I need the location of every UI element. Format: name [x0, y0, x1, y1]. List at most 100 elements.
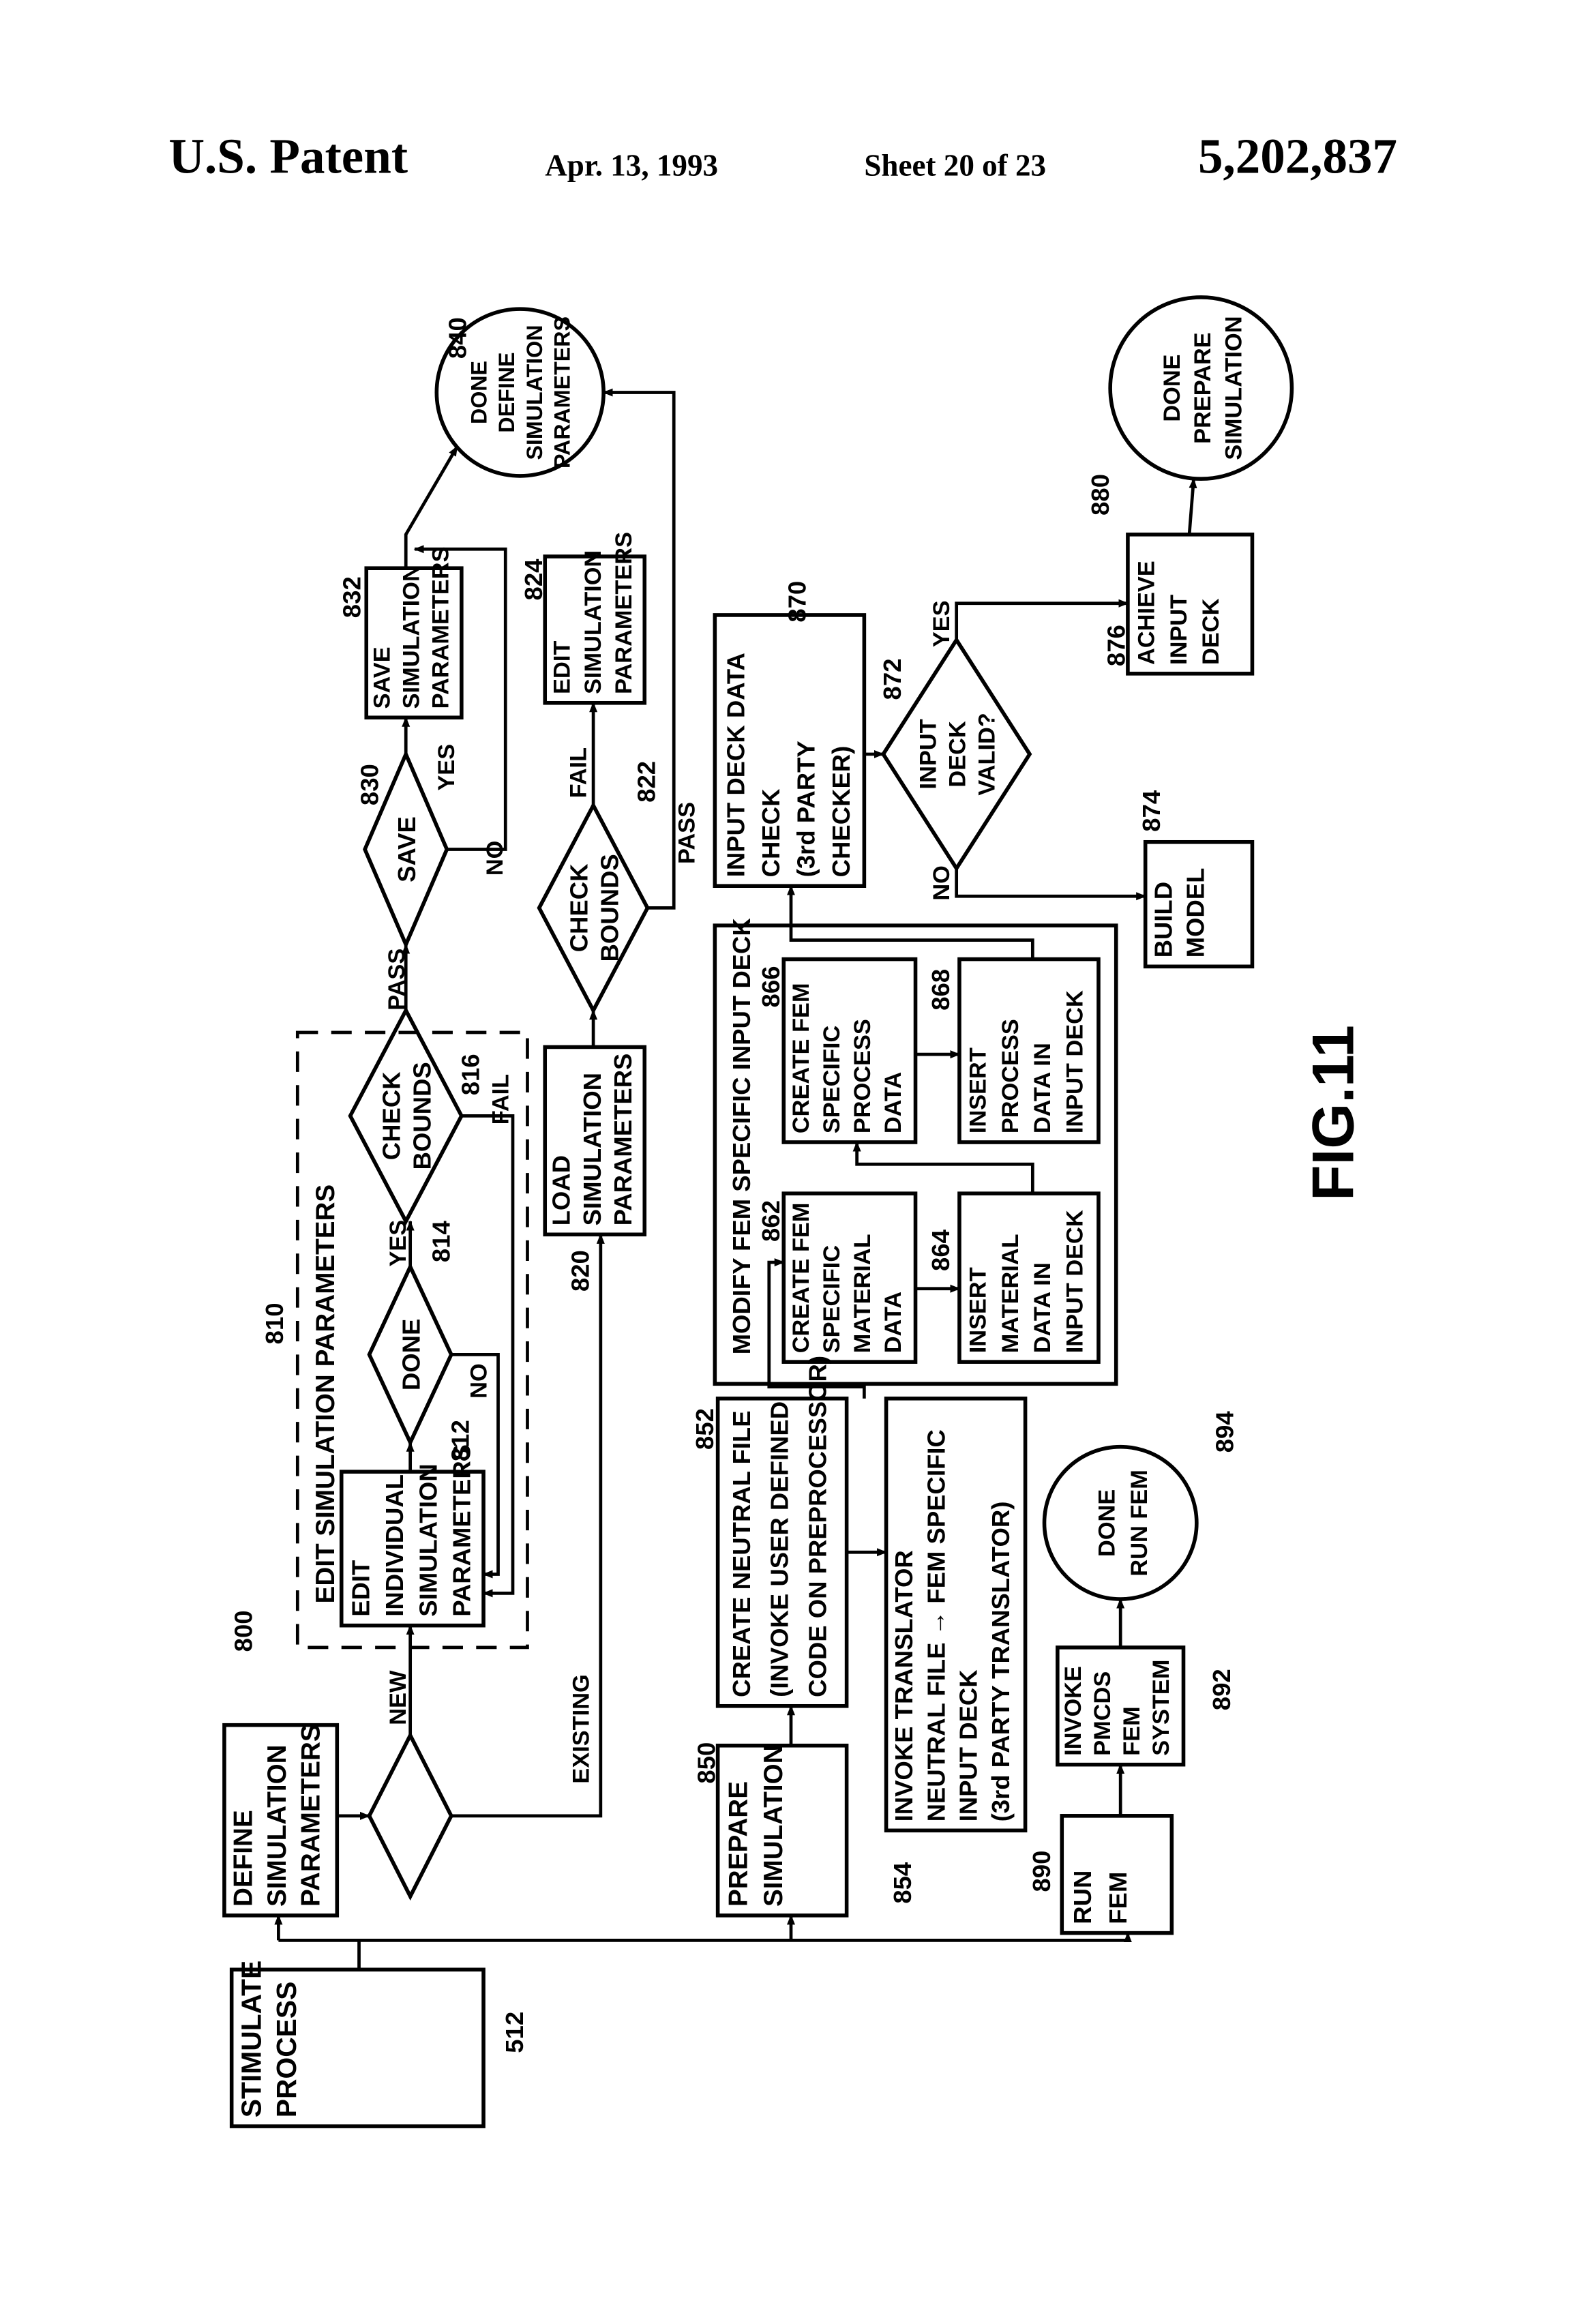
- reference-numeral-854: 854: [889, 1862, 916, 1904]
- n894-label-line: RUN FEM: [1126, 1470, 1152, 1576]
- n854-label-line: (3rd PARTY TRANSLATOR): [987, 1502, 1015, 1822]
- n866-label-line: DATA: [880, 1072, 906, 1133]
- reference-numeral-874: 874: [1137, 790, 1165, 832]
- reference-numeral-872: 872: [878, 659, 906, 700]
- header-patent-number: 5,202,837: [1198, 128, 1397, 183]
- n512-label-line: STIMULATE: [236, 1961, 267, 2117]
- flow-connector: [1189, 479, 1193, 535]
- reference-numeral-894: 894: [1211, 1411, 1239, 1453]
- header-date: Apr. 13, 1993: [545, 149, 718, 183]
- n880-label-line: DONE: [1159, 354, 1185, 421]
- n874-label-line: MODEL: [1182, 868, 1210, 958]
- edge-label-new: NEW: [385, 1670, 411, 1725]
- reference-numeral-864: 864: [927, 1229, 955, 1271]
- n892-label-line: SYSTEM: [1148, 1660, 1174, 1756]
- n820-label-line: PARAMETERS: [609, 1054, 637, 1226]
- reference-numeral-824: 824: [520, 558, 548, 601]
- n876-label-line: ACHIEVE: [1134, 561, 1160, 665]
- dnew-decision-diamond: [370, 1735, 451, 1896]
- n894-label-line: DONE: [1094, 1489, 1120, 1557]
- n862-label-line: SPECIFIC: [819, 1245, 845, 1353]
- n872-label-line: DECK: [945, 721, 971, 788]
- n890-label-line: RUN: [1069, 1871, 1096, 1924]
- edge-label-pass816: PASS: [384, 949, 410, 1011]
- n866-label-line: CREATE FEM: [788, 983, 814, 1133]
- n864-label-line: INPUT DECK: [1062, 1210, 1088, 1353]
- n800-label-line: SIMULATION: [263, 1744, 292, 1907]
- n816-label-line: BOUNDS: [408, 1062, 436, 1170]
- edge-label-no830: NO: [482, 841, 508, 876]
- n870-label-line: CHECKER): [827, 746, 855, 878]
- n840-label-line: SIMULATION: [522, 325, 547, 460]
- figure-label: FIG.11: [1301, 1025, 1367, 1201]
- n854-label-line: INPUT DECK: [955, 1669, 983, 1822]
- reference-numeral-812: 812: [447, 1420, 475, 1461]
- reference-numeral-814: 814: [428, 1221, 456, 1263]
- n830-label-line: SAVE: [393, 816, 421, 882]
- reference-numeral-880: 880: [1086, 474, 1114, 516]
- header-sheet: Sheet 20 of 23: [864, 149, 1046, 183]
- edge-label-pass822: PASS: [674, 802, 700, 864]
- reference-numeral-832: 832: [338, 576, 366, 618]
- n852-label-line: CREATE NEUTRAL FILE: [728, 1410, 756, 1697]
- n868-label-line: INPUT DECK: [1062, 990, 1088, 1133]
- reference-numeral-870: 870: [783, 581, 811, 623]
- reference-numeral-862: 862: [757, 1200, 785, 1242]
- flowchart-text: STIMULATEPROCESS512DEFINESIMULATIONPARAM…: [229, 316, 1247, 2118]
- n864-label-line: DATA IN: [1030, 1262, 1056, 1353]
- edge-label-fail816: FAIL: [488, 1074, 514, 1124]
- n854-label-line: INVOKE TRANSLATOR: [890, 1550, 918, 1821]
- reference-numeral-816: 816: [457, 1054, 485, 1095]
- reference-numeral-866: 866: [757, 966, 785, 1008]
- n876-label-line: INPUT: [1166, 595, 1192, 665]
- n822-label-line: BOUNDS: [596, 854, 624, 962]
- n850-label-line: SIMULATION: [759, 1744, 788, 1907]
- n814-label-line: DONE: [398, 1319, 426, 1390]
- reference-numeral-810: 810: [260, 1302, 288, 1344]
- n854-label-line: NEUTRAL FILE → FEM SPECIFIC: [922, 1429, 950, 1821]
- n512-label-line: PROCESS: [271, 1982, 302, 2118]
- n822-label-line: CHECK: [565, 863, 593, 952]
- n820-label-line: SIMULATION: [578, 1073, 606, 1225]
- n824-label-line: SIMULATION: [580, 550, 606, 694]
- n840-label-line: DEFINE: [494, 352, 519, 432]
- n852-label-line: CODE ON PREPROCESSOR): [804, 1356, 832, 1697]
- n872-label-line: VALID?: [974, 713, 1000, 795]
- n824-label-line: PARAMETERS: [611, 532, 637, 694]
- edge-label-no814: NO: [466, 1363, 492, 1399]
- n868-label-line: INSERT: [966, 1047, 991, 1133]
- n872-label-line: INPUT: [916, 719, 942, 789]
- n880-label-line: PREPARE: [1190, 332, 1216, 444]
- n870-label-line: INPUT DECK DATA: [721, 653, 749, 877]
- n800-label-line: PARAMETERS: [297, 1724, 326, 1907]
- n816-label-line: CHECK: [378, 1071, 406, 1160]
- reference-numeral-876: 876: [1103, 625, 1131, 666]
- n892-label-line: INVOKE: [1060, 1666, 1086, 1756]
- n864-label-line: MATERIAL: [998, 1234, 1024, 1353]
- n810-title: EDIT SIMULATION PARAMETERS: [311, 1185, 340, 1604]
- n840-label-line: DONE: [466, 361, 491, 424]
- edge-label-yes830: YES: [434, 744, 460, 791]
- n812-label-line: INDIVIDUAL: [380, 1474, 408, 1617]
- n850-label-line: PREPARE: [724, 1781, 753, 1907]
- n870-label-line: CHECK: [757, 788, 785, 877]
- n822-decision-diamond: [539, 805, 648, 1011]
- edge-label-yes872: YES: [929, 600, 955, 647]
- n832-label-line: SAVE: [370, 646, 395, 709]
- n866-label-line: PROCESS: [850, 1019, 876, 1133]
- n866-label-line: SPECIFIC: [819, 1026, 845, 1133]
- flow-connector: [957, 868, 1146, 896]
- n824-label-line: EDIT: [550, 641, 576, 694]
- n862-label-line: CREATE FEM: [788, 1203, 814, 1354]
- n832-label-line: PARAMETERS: [428, 546, 453, 709]
- n868-label-line: PROCESS: [998, 1019, 1024, 1133]
- n812-label-line: SIMULATION: [414, 1463, 442, 1616]
- reference-numeral-820: 820: [567, 1250, 595, 1292]
- header-patent-label: U.S. Patent: [168, 128, 408, 183]
- edge-label-yes814: YES: [385, 1220, 411, 1267]
- n892-label-line: FEM: [1119, 1706, 1145, 1756]
- n880-label-line: SIMULATION: [1221, 316, 1247, 460]
- n512-box: [232, 1969, 483, 2126]
- reference-numeral-852: 852: [691, 1408, 719, 1450]
